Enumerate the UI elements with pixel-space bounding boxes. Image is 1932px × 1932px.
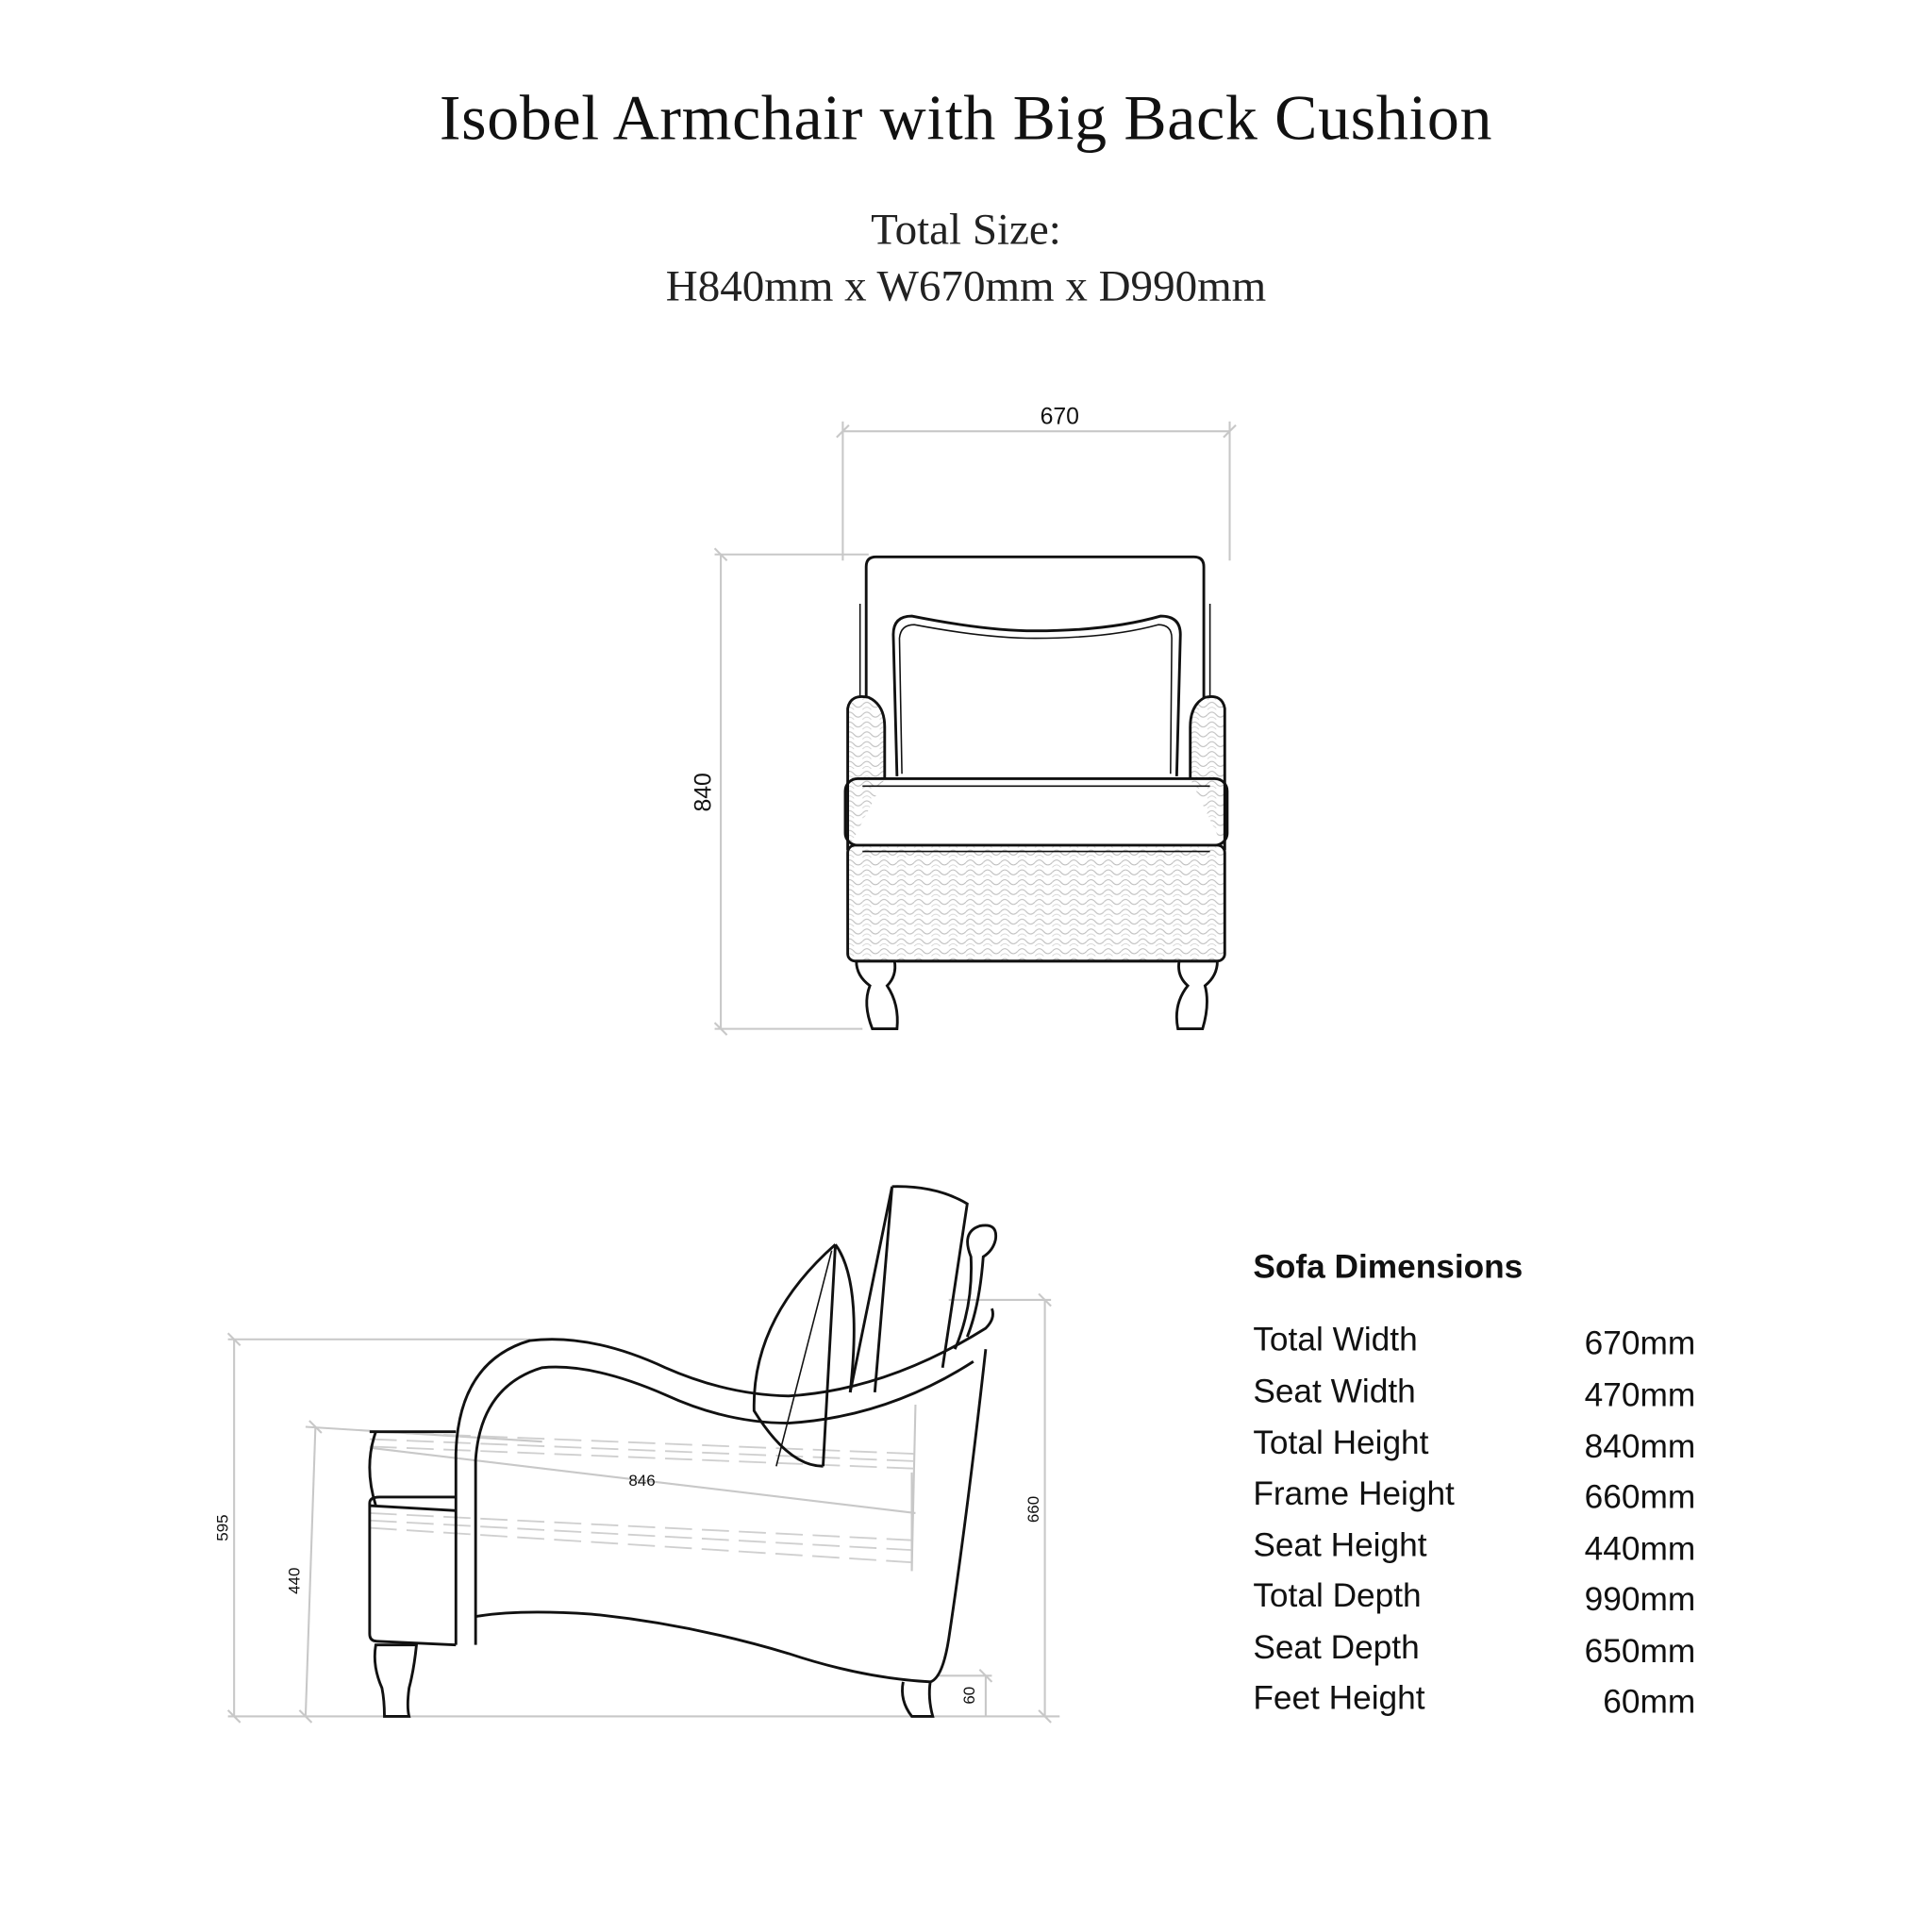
- front-height-label: 840: [691, 773, 717, 811]
- side-dimension-lines: [226, 1292, 1060, 1724]
- row-label: Frame Height: [1253, 1475, 1455, 1512]
- front-width-dimension: [836, 421, 1237, 561]
- row-label: Seat Width: [1253, 1373, 1415, 1409]
- total-size-label: Total Size:: [871, 206, 1061, 255]
- table-row: Total Height 840mm: [1253, 1424, 1695, 1465]
- row-value: 60mm: [1603, 1684, 1695, 1721]
- side-seat-height-label: 440: [285, 1568, 303, 1594]
- row-value: 470mm: [1585, 1376, 1696, 1413]
- front-width-label: 670: [1041, 404, 1079, 429]
- table-row: Seat Height 440mm: [1253, 1527, 1695, 1568]
- page-title: Isobel Armchair with Big Back Cushion: [440, 82, 1492, 154]
- row-value: 440mm: [1585, 1531, 1696, 1568]
- table-row: Total Depth 990mm: [1253, 1577, 1695, 1618]
- row-label: Seat Depth: [1253, 1629, 1419, 1666]
- table-row: Seat Depth 650mm: [1253, 1629, 1695, 1670]
- row-value: 840mm: [1585, 1428, 1696, 1465]
- row-value: 650mm: [1585, 1633, 1696, 1670]
- row-label: Total Width: [1253, 1322, 1417, 1358]
- front-height-dimension: [713, 547, 869, 1036]
- total-size-value: H840mm x W670mm x D990mm: [666, 262, 1266, 311]
- row-value: 670mm: [1585, 1324, 1696, 1361]
- row-label: Feet Height: [1253, 1680, 1424, 1717]
- row-label: Seat Height: [1253, 1527, 1426, 1564]
- table-row: Total Width 670mm: [1253, 1322, 1695, 1362]
- table-row: Seat Width 470mm: [1253, 1373, 1695, 1413]
- side-feet-height-label: 60: [960, 1687, 978, 1705]
- table-row: Frame Height 660mm: [1253, 1475, 1695, 1516]
- row-label: Total Height: [1253, 1424, 1428, 1461]
- side-frame-height-label: 660: [1024, 1496, 1042, 1523]
- side-view-drawing: [226, 1185, 1060, 1724]
- dimensions-table: Sofa Dimensions Total Width 670mm Seat Wi…: [1253, 1248, 1695, 1720]
- row-value: 990mm: [1585, 1581, 1696, 1618]
- side-seat-depth-label: 846: [628, 1472, 655, 1490]
- table-heading: Sofa Dimensions: [1253, 1248, 1523, 1285]
- row-value: 660mm: [1585, 1479, 1696, 1516]
- row-label: Total Depth: [1253, 1577, 1421, 1614]
- front-view-drawing: 670 840: [691, 404, 1237, 1036]
- table-row: Feet Height 60mm: [1253, 1680, 1695, 1721]
- side-overall-height-label: 595: [214, 1514, 232, 1541]
